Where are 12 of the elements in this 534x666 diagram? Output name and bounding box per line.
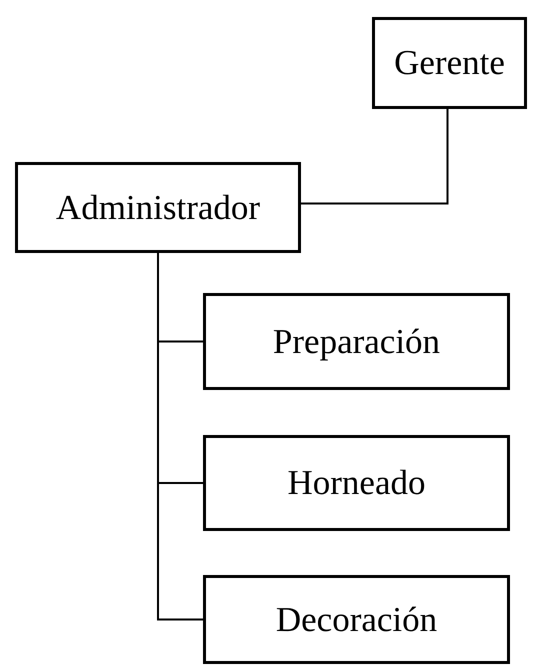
org-box [15,162,301,253]
org-box [372,17,527,109]
connector-line [157,253,203,620]
org-box [203,293,510,390]
connector-line [301,109,448,204]
org-box [203,435,510,531]
role-label: Decoración [276,600,438,640]
role-label: Horneado [287,463,426,503]
role-label: Gerente [394,43,505,83]
org-box [203,575,510,664]
role-label: Preparación [272,322,440,362]
role-label: Administrador [56,188,260,228]
